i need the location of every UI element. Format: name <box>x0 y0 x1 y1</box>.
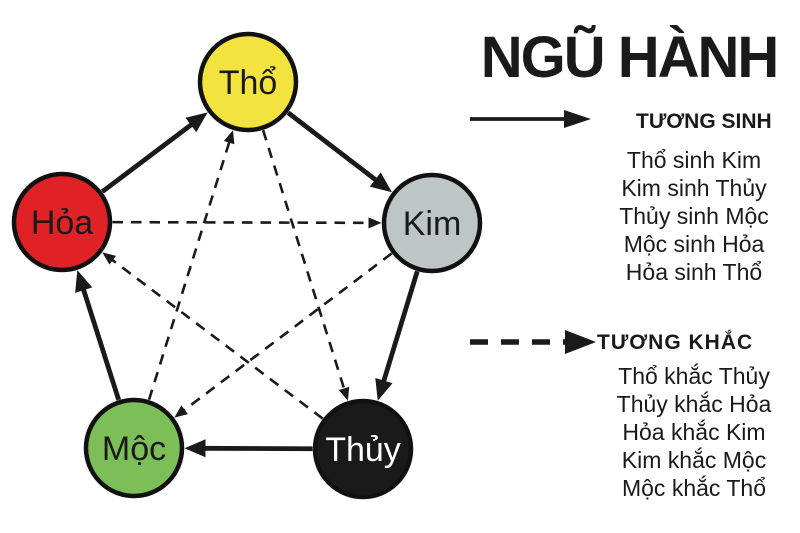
sinh-arrowhead-kim-thuy <box>375 377 393 401</box>
element-node-moc <box>83 397 185 499</box>
element-node-label-thuy: Thủy <box>325 431 401 469</box>
solid-arrow-icon <box>470 110 591 128</box>
sinh-arrowhead-tho-kim <box>369 172 392 193</box>
element-node-kim <box>381 172 483 274</box>
khac-rule: Hỏa khắc Kim <box>622 419 766 445</box>
khac-arrowhead-thuy-hoa <box>102 252 117 265</box>
khac-arrow-thuy-hoa <box>110 257 324 420</box>
khac-arrow-kim-moc <box>182 252 393 412</box>
khac-rule-list: Thổ khắc Thủy Thủy khắc Hỏa Hỏa khắc Kim… <box>558 362 800 502</box>
khac-arrowhead-hoa-kim <box>368 217 382 229</box>
sinh-rule: Hỏa sinh Thổ <box>625 259 763 285</box>
khac-arrow-moc-tho <box>147 140 231 401</box>
sinh-arrowhead-moc-hoa <box>75 270 93 293</box>
khac-rule: Thủy khắc Hỏa <box>616 391 772 417</box>
element-node-label-tho: Thổ <box>219 64 278 102</box>
page-title: NGŨ HÀNH <box>480 25 780 90</box>
sinh-arrow-tho-kim <box>286 110 379 183</box>
element-node-label-moc: Mộc <box>102 430 166 468</box>
sinh-rule: Mộc sinh Hỏa <box>623 231 765 257</box>
legend-khac-row <box>468 327 598 357</box>
sinh-rule: Kim sinh Thủy <box>621 175 767 201</box>
element-node-tho <box>197 31 299 133</box>
khac-rule: Thổ khắc Thủy <box>618 363 770 389</box>
sinh-arrow-hoa-tho <box>100 121 194 194</box>
khac-arrowhead-kim-moc <box>174 405 188 418</box>
legend-sinh-row <box>468 106 592 132</box>
element-node-label-hoa: Hỏa <box>31 204 93 242</box>
sinh-arrowhead-thuy-moc <box>184 439 206 458</box>
khac-arrow-tho-thuy <box>261 129 346 391</box>
khac-rule: Mộc khắc Thổ <box>621 475 767 501</box>
element-node-thuy <box>312 398 414 500</box>
khac-arrowhead-tho-thuy <box>338 386 350 401</box>
sinh-arrowhead-hoa-tho <box>185 112 208 133</box>
element-node-hoa <box>11 171 113 273</box>
sinh-rule: Thổ sinh Kim <box>626 147 762 173</box>
sinh-rule-list: Thổ sinh Kim Kim sinh Thủy Thủy sinh Mộc… <box>558 146 800 286</box>
element-node-label-kim: Kim <box>403 205 462 243</box>
sinh-arrow-moc-hoa <box>80 287 121 401</box>
sinh-rule: Thủy sinh Mộc <box>619 203 769 229</box>
legend-khac-label: TƯƠNG KHẮC <box>597 331 754 354</box>
legend-sinh-label: TƯƠNG SINH <box>636 110 772 133</box>
khac-arrowhead-moc-tho <box>223 130 235 145</box>
sinh-arrow-kim-thuy <box>380 270 420 384</box>
dashed-arrow-icon <box>470 330 596 354</box>
khac-rule: Kim khắc Mộc <box>621 447 767 473</box>
khac-arrow-hoa-kim <box>112 220 371 225</box>
